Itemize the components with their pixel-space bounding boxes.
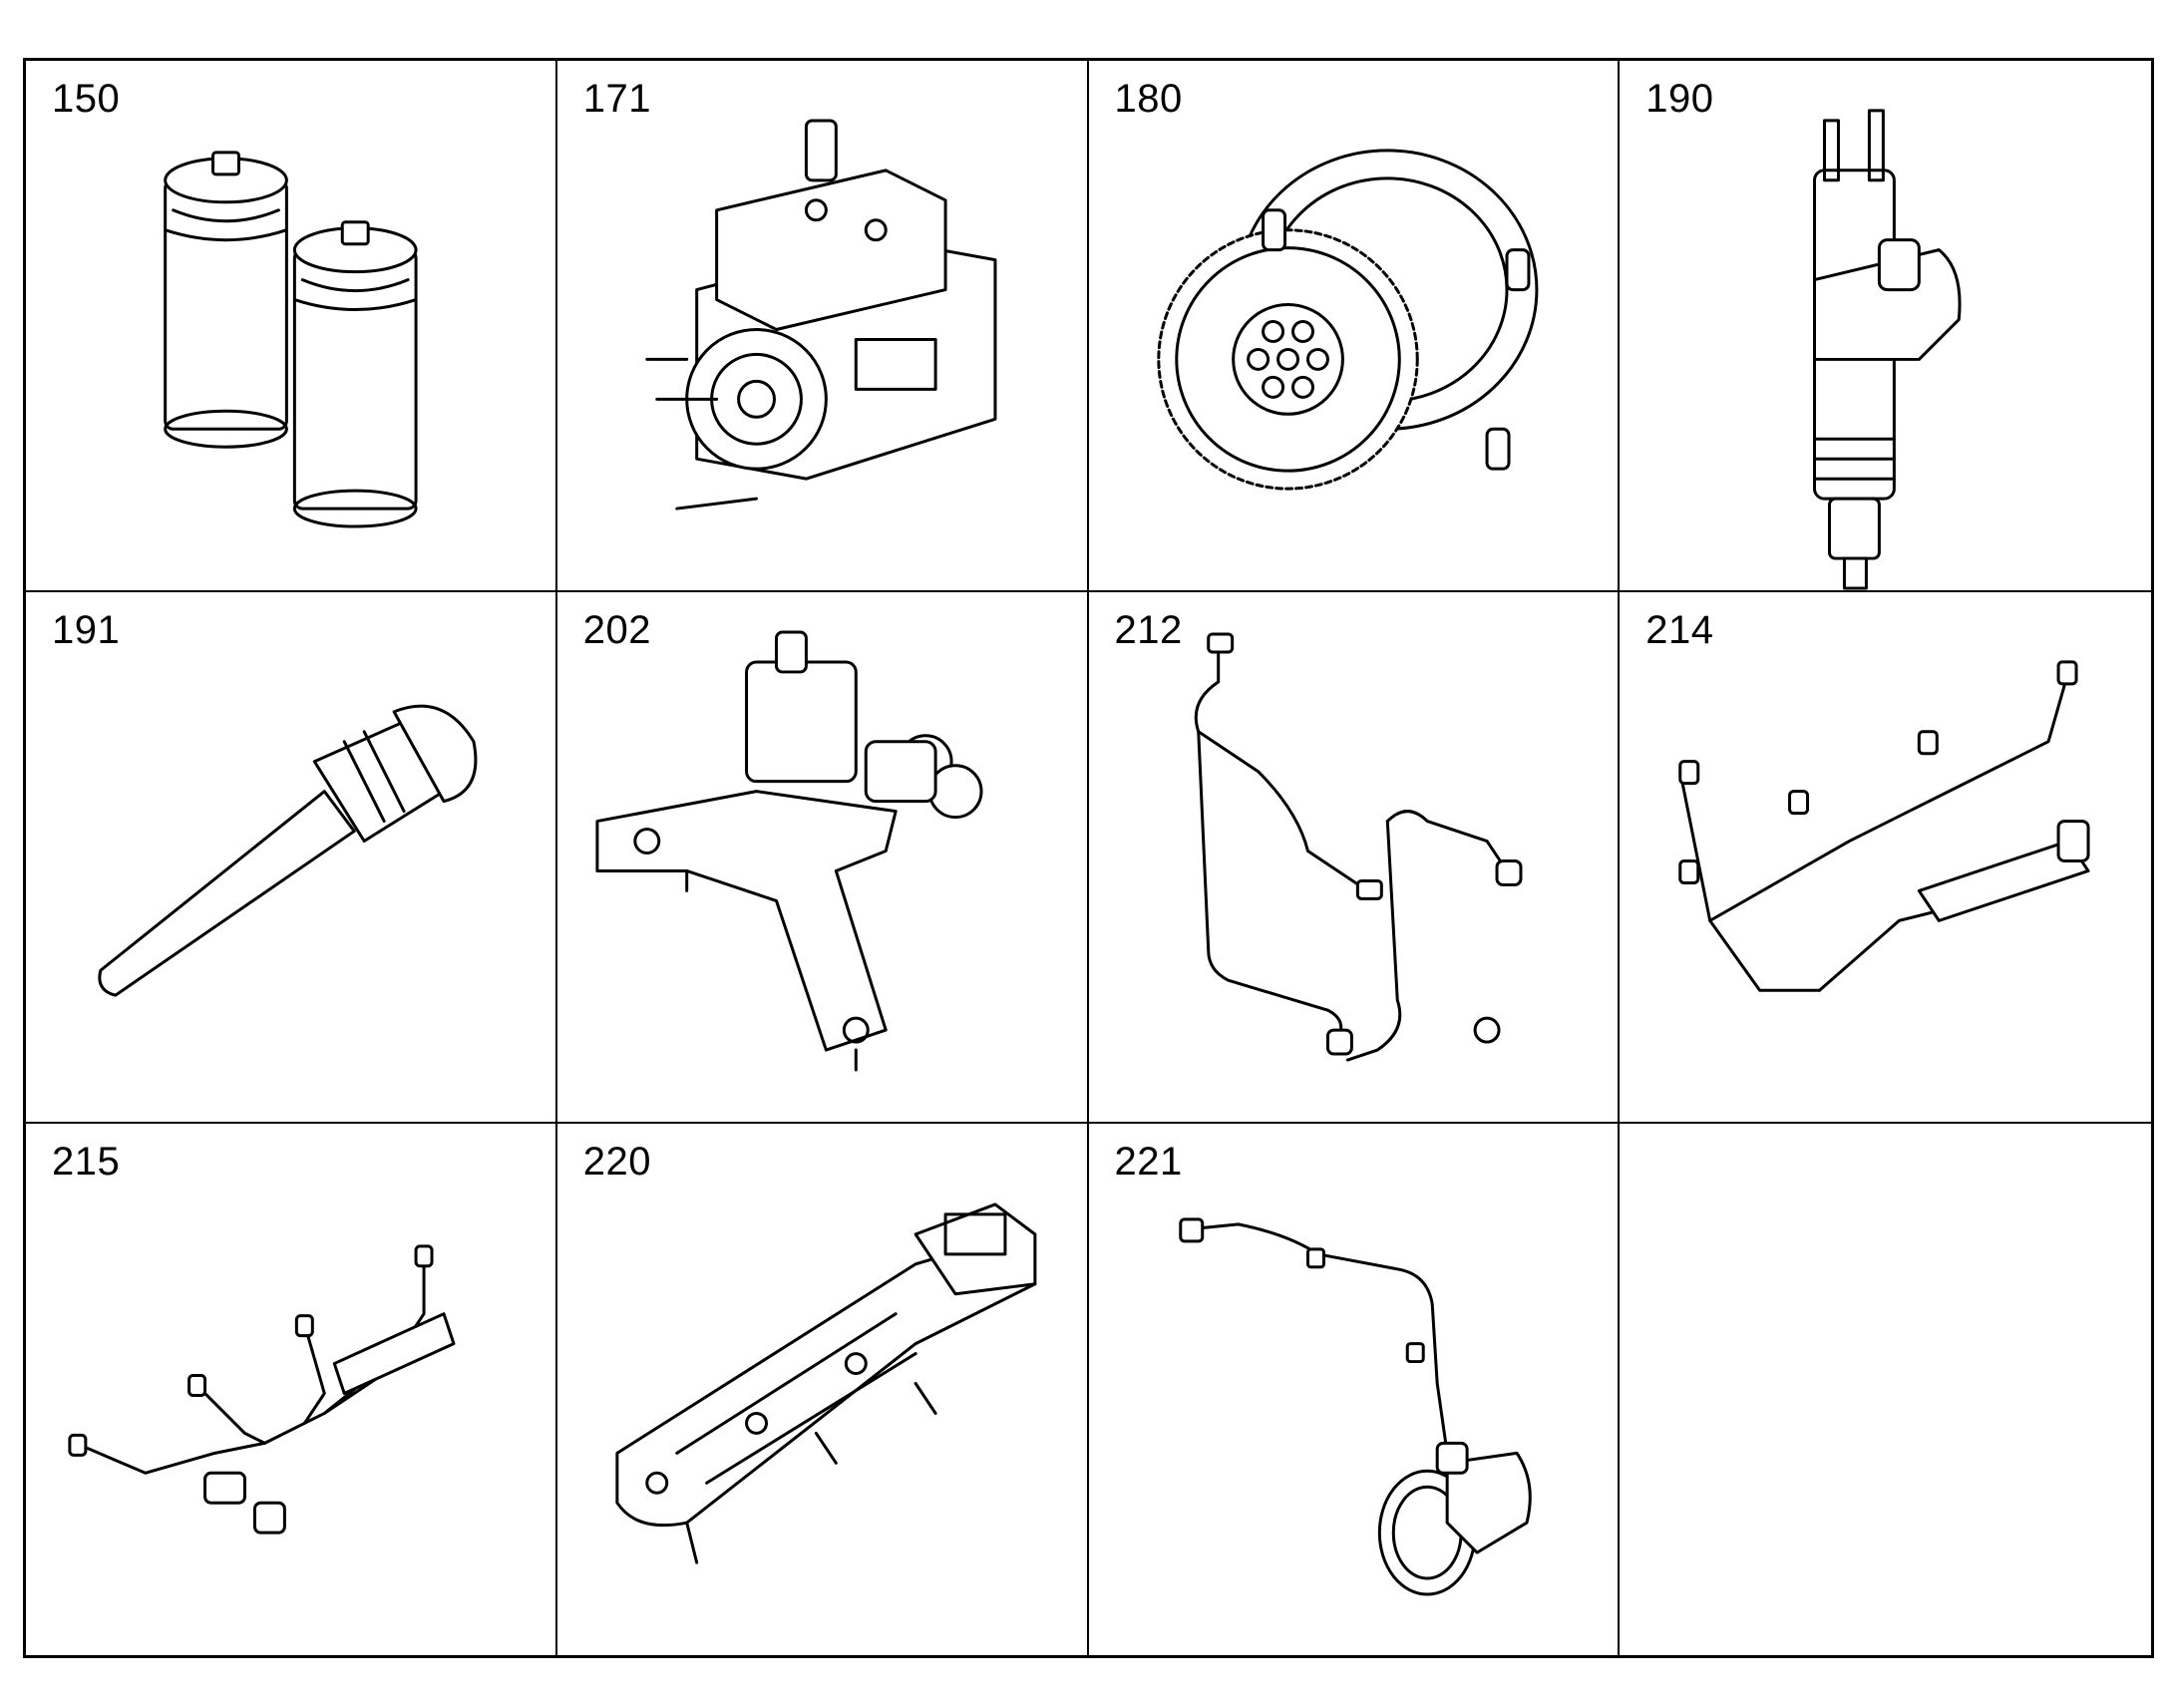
part-cell-202[interactable]: 202 <box>556 592 1089 1124</box>
part-number: 171 <box>582 77 651 121</box>
part-cell-150[interactable]: 150 <box>26 61 557 592</box>
part-number: 220 <box>582 1140 651 1184</box>
empty-cell <box>1620 1124 2151 1655</box>
part-cell-191[interactable]: 191 <box>26 592 557 1124</box>
part-cell-180[interactable]: 180 <box>1088 61 1621 592</box>
part-number: 150 <box>52 77 121 121</box>
injection-lines-icon <box>68 1244 456 1535</box>
intake-manifold-icon <box>615 1202 1037 1564</box>
part-number: 215 <box>52 1140 121 1184</box>
injector-sleeve-icon <box>98 704 478 997</box>
injector-icon <box>1813 109 1962 590</box>
pump-bracket-icon <box>595 630 983 1072</box>
high-pressure-pump-icon <box>645 119 997 511</box>
part-cell-221[interactable]: 221 <box>1089 1124 1621 1655</box>
part-cell-220[interactable]: 220 <box>557 1124 1089 1655</box>
fuel-rail-harness-icon <box>1678 660 2090 992</box>
gear-pump-icon <box>1156 149 1538 491</box>
part-cell-215[interactable]: 215 <box>26 1124 557 1655</box>
part-number: 191 <box>52 608 121 652</box>
part-cell-212[interactable]: 212 <box>1088 592 1621 1124</box>
fuel-return-line-icon <box>1178 1217 1532 1596</box>
part-cell-171[interactable]: 171 <box>556 61 1089 592</box>
part-cell-190[interactable]: 190 <box>1620 61 2151 592</box>
part-number: 212 <box>1114 608 1183 652</box>
fuel-filters-icon <box>164 151 418 528</box>
fuel-line-set-icon <box>1194 632 1522 1062</box>
part-number: 221 <box>1114 1140 1183 1184</box>
part-cell-214[interactable]: 214 <box>1620 592 2151 1124</box>
part-number: 214 <box>1645 608 1714 652</box>
parts-grid: 150 171 <box>23 58 2154 1658</box>
part-number: 202 <box>582 608 651 652</box>
part-number: 180 <box>1114 77 1183 121</box>
part-number: 190 <box>1645 77 1714 121</box>
